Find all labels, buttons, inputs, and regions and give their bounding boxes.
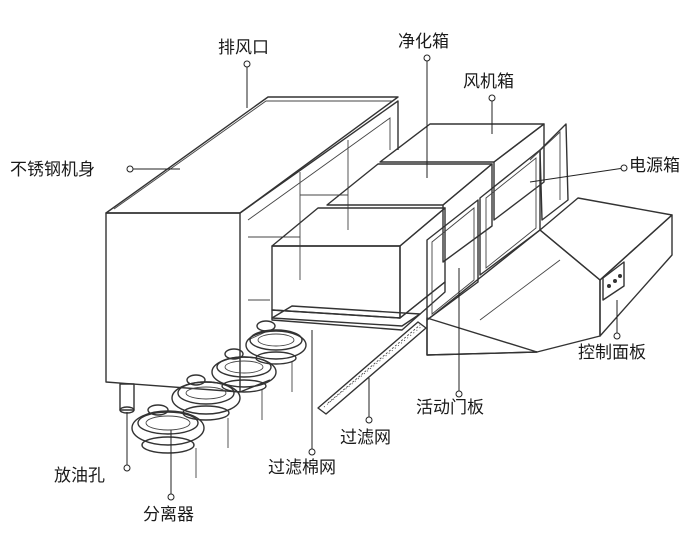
control-panel [602, 261, 625, 301]
label-stainless-body: 不锈钢机身 [10, 160, 95, 180]
leader-lines [123, 54, 628, 501]
label-control-panel: 控制面板 [578, 343, 646, 363]
separator-unit-2 [211, 348, 277, 420]
label-filter-mesh: 过滤网 [340, 428, 391, 448]
drain-hole [119, 383, 135, 414]
separator-unit-3 [171, 374, 241, 448]
separator-unit-4 [131, 404, 205, 478]
hood-section [426, 197, 673, 356]
filter-cotton-box [271, 207, 446, 331]
label-filter-cotton: 过滤棉网 [268, 458, 336, 478]
filter-cotton-plate [271, 305, 421, 327]
label-exhaust-port: 排风口 [218, 38, 269, 58]
label-drain-hole: 放油孔 [54, 466, 105, 486]
fan-box [379, 123, 545, 221]
label-fan-box: 风机箱 [463, 72, 514, 92]
separator-unit-1 [245, 320, 307, 392]
movable-door-panel [426, 149, 541, 321]
label-purify-box: 净化箱 [398, 32, 449, 52]
label-power-box: 电源箱 [629, 156, 680, 176]
filter-mesh [317, 321, 427, 415]
label-movable-door: 活动门板 [416, 398, 484, 418]
stainless-body [105, 96, 399, 393]
purify-box [326, 163, 493, 263]
label-separator: 分离器 [143, 505, 194, 525]
